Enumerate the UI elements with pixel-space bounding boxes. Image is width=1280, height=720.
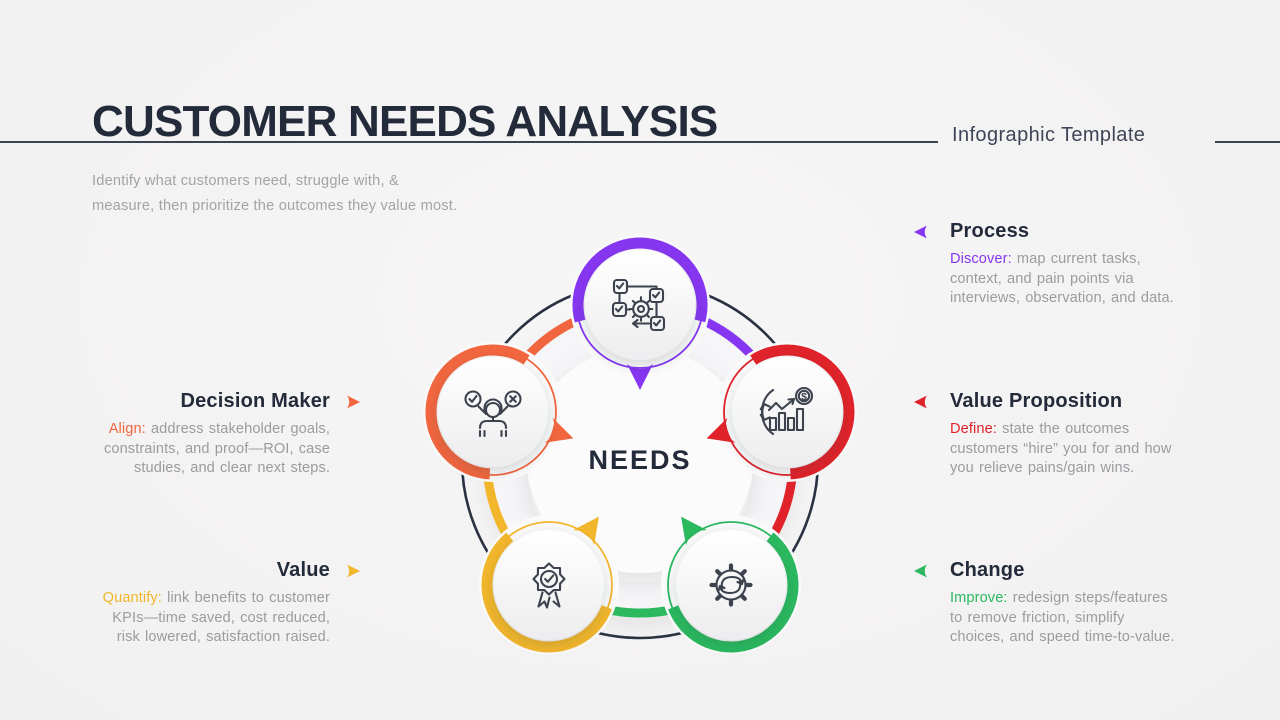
slide-description: Identify what customers need, struggle w… — [92, 173, 458, 214]
slide-subtitle: Infographic Template — [952, 124, 1146, 146]
divider-line-left — [0, 141, 938, 143]
section-title: Decision Maker — [180, 390, 330, 412]
section-body: Define: state the outcomes customers “hi… — [950, 420, 1200, 479]
section-body: Align: address stakeholder goals, constr… — [85, 420, 330, 479]
center-label: NEEDS — [588, 445, 691, 475]
node-value — [481, 517, 617, 653]
center-disc-inner — [527, 347, 753, 573]
section-keyword: Improve: — [950, 590, 1008, 606]
section-keyword: Quantify: — [102, 590, 162, 606]
node-value-proposition: $ — [719, 344, 855, 480]
person-decision-check-x-icon — [464, 390, 522, 438]
section-text: link benefits to customer KPIs—time save… — [112, 590, 330, 646]
section-change: Change Improve: redesign steps/features … — [914, 559, 1200, 648]
section-keyword: Discover: — [950, 251, 1012, 267]
arrow-right-icon — [346, 563, 362, 579]
inward-arrow-icon — [681, 516, 707, 546]
section-keyword: Define: — [950, 421, 997, 437]
section-keyword: Align: — [108, 421, 146, 437]
section-decision-maker: Decision Maker Align: address stakeholde… — [85, 390, 360, 479]
section-value: Value Quantify: link benefits to custome… — [85, 559, 360, 648]
section-value-proposition: Value Proposition Define: state the outc… — [914, 390, 1200, 479]
gear-swap-arrows-icon — [709, 563, 753, 607]
arrow-left-icon — [912, 224, 928, 240]
inward-arrow-icon — [573, 516, 599, 546]
section-title: Value — [276, 559, 330, 581]
arrow-left-icon — [912, 563, 928, 579]
needs-diagram: $ — [423, 235, 857, 655]
growth-chart-dollar-icon: $ — [759, 386, 814, 436]
section-text: redesign steps/features to remove fricti… — [950, 590, 1175, 646]
inward-arrow-icon — [627, 364, 653, 390]
section-process: Process Discover: map current tasks, con… — [914, 220, 1200, 309]
divider-line-right — [1215, 141, 1280, 143]
arrow-right-icon — [346, 394, 362, 410]
award-badge-check-icon — [532, 562, 566, 609]
workflow-gear-icon — [611, 278, 666, 332]
section-title: Change — [950, 559, 1025, 581]
section-title: Process — [950, 220, 1030, 242]
section-body: Discover: map current tasks, context, an… — [950, 250, 1200, 309]
section-text: map current tasks, context, and pain poi… — [950, 251, 1174, 307]
slide-title: CUSTOMER NEEDS ANALYSIS — [92, 97, 718, 147]
node-change — [663, 517, 799, 653]
arrow-left-icon — [912, 394, 928, 410]
section-body: Improve: redesign steps/features to remo… — [950, 589, 1200, 648]
dollar-glyph: $ — [801, 391, 807, 403]
section-text: state the outcomes customers “hire” you … — [950, 421, 1172, 477]
node-decision-maker — [425, 344, 561, 480]
section-title: Value Proposition — [950, 390, 1123, 412]
section-body: Quantify: link benefits to customer KPIs… — [85, 589, 330, 648]
section-text: address stakeholder goals, constraints, … — [103, 421, 330, 477]
